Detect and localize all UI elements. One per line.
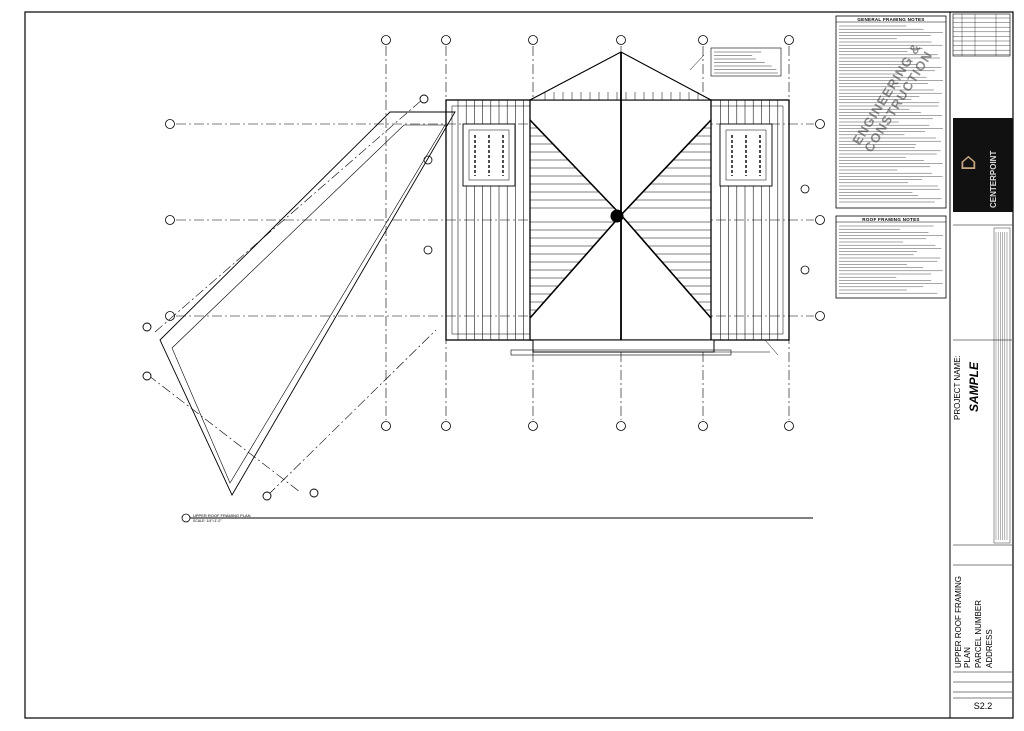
parcel-number: PARCEL NUMBER: [974, 599, 983, 668]
sheet-number: S2.2: [973, 701, 993, 711]
roof-framing-plan: [142, 35, 825, 501]
hip-roof: [529, 51, 712, 341]
general-notes-title: GENERAL FRAMING NOTES: [857, 16, 925, 22]
dormer-right: [719, 123, 773, 187]
plan-title: UPPER ROOF FRAMING PLAN: [193, 513, 251, 518]
project-name: SAMPLE: [967, 361, 981, 412]
title-block: [952, 13, 1013, 699]
sheet-title: UPPER ROOF FRAMING PLAN: [954, 575, 972, 668]
grid-bubbles-bottom: [381, 421, 794, 431]
plan-note-box: [710, 47, 782, 77]
logo-icon: ⌂: [960, 150, 977, 175]
project-name-label: PROJECT NAME:: [953, 355, 962, 420]
grid-bubbles-top: [381, 35, 794, 45]
general-notes-panel: [835, 15, 947, 209]
address: ADDRESS: [985, 629, 994, 668]
plan-title-line: [181, 513, 813, 523]
grid-bubbles-side: [165, 119, 825, 321]
company-logo: [953, 118, 1013, 212]
angled-wing: [142, 94, 456, 501]
dormer-left: [462, 123, 516, 187]
roof-notes-title: ROOF FRAMING NOTES: [862, 216, 920, 222]
sheet-border: [24, 11, 1014, 719]
roof-notes-panel: [835, 215, 947, 299]
company-name: CENTERPOINT: [989, 150, 998, 208]
plan-scale: SCALE: 1/4"=1'-0": [193, 519, 222, 523]
